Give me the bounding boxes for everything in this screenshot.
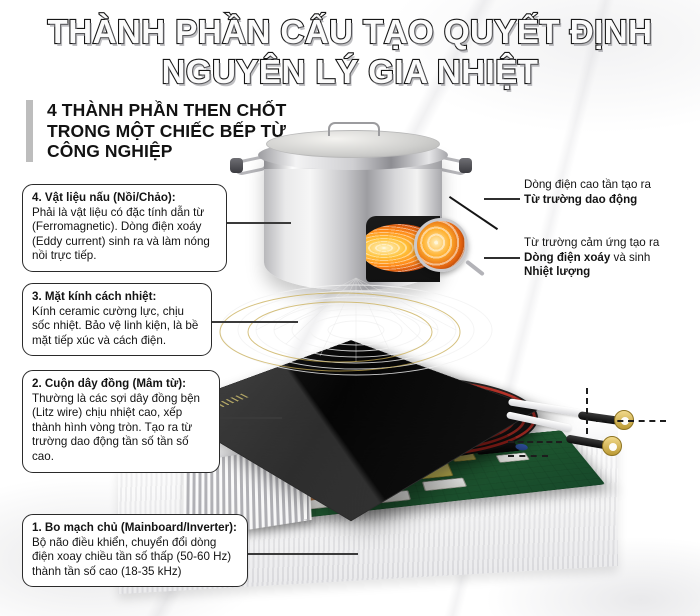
annotation-b-line2-tail: và sinh [610, 250, 651, 264]
stockpot [230, 100, 499, 300]
dashed-leader-cable-2 [508, 455, 548, 457]
leader-line-box2 [220, 417, 282, 419]
callout-3-body: Kính ceramic cường lực, chịu sốc nhiệt. … [32, 304, 199, 347]
leader-line-box1 [248, 553, 358, 555]
airflow-arrow-stem [304, 489, 307, 519]
leader-line-box3 [212, 321, 298, 323]
callout-1-body: Bộ não điều khiển, chuyển đổi dòng điện … [32, 535, 232, 578]
magnifier-handle [465, 259, 485, 277]
callout-3-heading: 3. Mặt kính cách nhiệt: [32, 290, 157, 303]
connector [421, 477, 468, 492]
leader-line-note-b [484, 257, 520, 259]
pot-grip-left [230, 158, 243, 173]
dashed-leader-cable-1 [508, 441, 562, 443]
callout-box-3[interactable]: 3. Mặt kính cách nhiệt: Kính ceramic cườ… [22, 283, 212, 357]
annotation-eddy-current: Từ trường cảm ứng tạo ra Dòng điện xoáy … [524, 236, 694, 280]
page-title: THÀNH PHẦN CẤU TẠO QUYẾT ĐỊNH NGUYÊN LÝ … [0, 12, 700, 92]
annotation-b-line3: Nhiệt lượng [524, 265, 591, 279]
annotation-magnetic-field: Dòng điện cao tần tạo ra Từ trường dao đ… [524, 178, 692, 207]
leader-line-box4 [227, 222, 291, 224]
callout-2-heading: 2. Cuộn dây đồng (Mâm từ): [32, 377, 186, 390]
annotation-a-line2: Từ trường dao động [524, 192, 638, 206]
annotation-a-line1: Dòng điện cao tần tạo ra [524, 178, 651, 191]
callout-box-4[interactable]: 4. Vật liệu nấu (Nồi/Chảo): Phải là vật … [22, 184, 227, 272]
annotation-b-line1: Từ trường cảm ứng tạo ra [524, 236, 660, 249]
callout-4-heading: 4. Vật liệu nấu (Nồi/Chảo): [32, 191, 176, 204]
callout-box-2[interactable]: 2. Cuộn dây đồng (Mâm từ): Thường là các… [22, 370, 220, 473]
callout-1-heading: 1. Bo mạch chủ (Mainboard/Inverter): [32, 521, 237, 534]
subtitle: 4 THÀNH PHẦN THEN CHỐT TRONG MỘT CHIẾC B… [26, 100, 326, 162]
leader-line-note-a [484, 198, 520, 200]
title-line-2: NGUYÊN LÝ GIA NHIỆT [160, 52, 539, 91]
dashed-leader-vertical [586, 388, 588, 434]
dashed-leader-terminal [596, 420, 666, 422]
lid-handle [328, 122, 380, 136]
pot-grip-right [459, 158, 472, 173]
pot-lid [266, 130, 440, 158]
title-line-1: THÀNH PHẦN CẤU TẠO QUYẾT ĐỊNH [46, 12, 653, 51]
callout-4-body: Phải là vật liệu có đặc tính dẫn từ (Fer… [32, 205, 210, 263]
ring-terminal [602, 436, 622, 456]
callout-box-1[interactable]: 1. Bo mạch chủ (Mainboard/Inverter): Bộ … [22, 514, 248, 588]
callout-2-body: Thường là các sợi dây đồng bện (Litz wir… [32, 391, 200, 463]
magnifier-circle [414, 218, 468, 272]
annotation-b-line2: Dòng điện xoáy [524, 250, 611, 264]
